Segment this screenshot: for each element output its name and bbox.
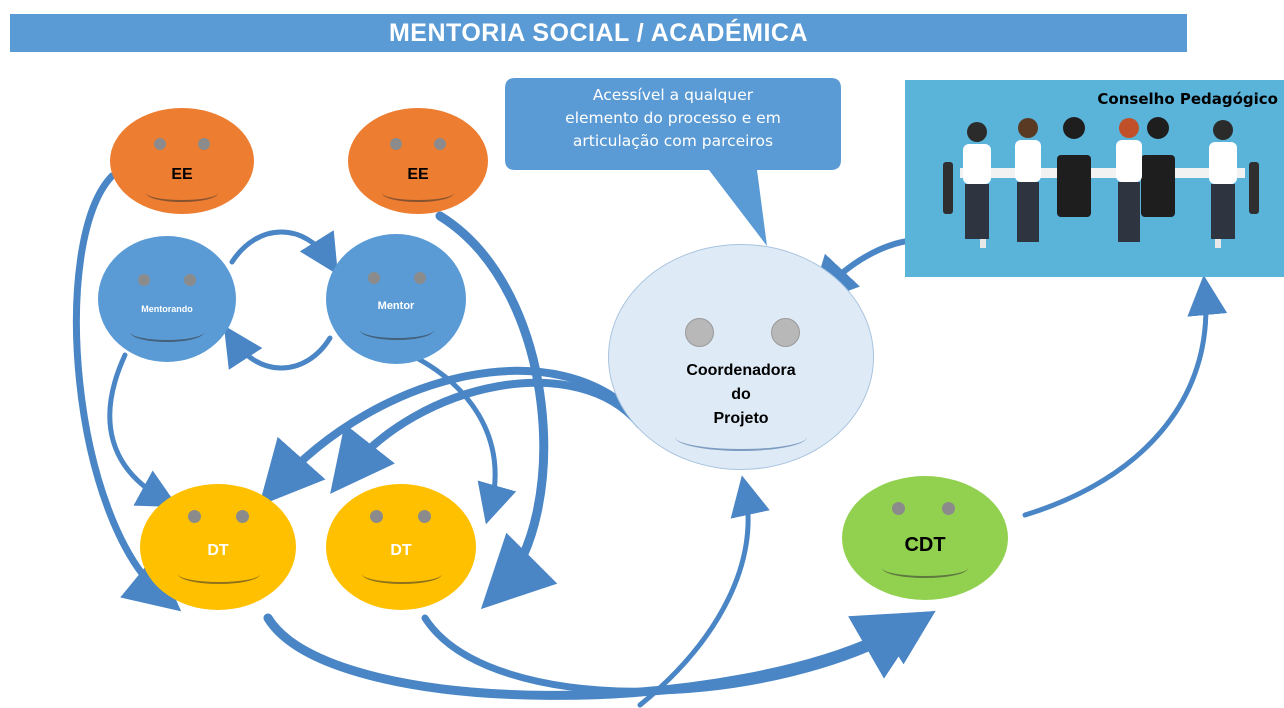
arrow-to-coordenadora: [637, 475, 770, 708]
face-label: Mentorando: [141, 304, 193, 314]
face-eye: [198, 138, 210, 150]
face-mouth: [882, 558, 968, 578]
face-eye: [414, 272, 426, 284]
face-coordenadora: Coordenadora do Projeto: [608, 244, 874, 470]
face-label: CDT: [904, 534, 946, 556]
face-label: EE: [171, 166, 193, 183]
arrow-dt-left-to-cdt: [263, 611, 929, 700]
face-label: DT: [390, 542, 412, 559]
face-eye: [892, 502, 905, 515]
face-mouth: [675, 423, 807, 451]
face-eye: [390, 138, 402, 150]
face-label: Coordenadora do Projeto: [609, 359, 873, 431]
arrow-mentorando-to-dt-left: [107, 352, 179, 508]
meeting-people-icon: [943, 117, 1259, 248]
face-mouth: [146, 184, 218, 202]
face-eye: [188, 510, 201, 523]
face-ee-left: EE: [110, 108, 254, 214]
coordenadora-label-1: Coordenadora: [686, 362, 796, 379]
face-label: EE: [407, 166, 429, 183]
face-label: DT: [207, 542, 229, 559]
arrow-mentor-to-mentorando: [223, 325, 333, 371]
face-mouth: [382, 184, 454, 202]
face-mentor: Mentor: [326, 234, 466, 364]
face-eye: [685, 318, 714, 347]
face-eye: [370, 510, 383, 523]
face-mouth: [130, 322, 204, 342]
face-eye: [368, 272, 380, 284]
face-dt-right: DT: [326, 484, 476, 610]
face-eye: [418, 510, 431, 523]
banner-title: MENTORIA SOCIAL / ACADÉMICA: [388, 19, 809, 47]
arrow-mentorando-to-mentor: [229, 229, 338, 275]
face-mouth: [362, 564, 442, 584]
coordenadora-label-2: do: [731, 386, 751, 403]
callout-shape: [505, 78, 841, 246]
face-mouth: [360, 320, 434, 340]
face-eye: [942, 502, 955, 515]
arrow-cdt-to-conselho: [1022, 275, 1228, 518]
arrow-ee-right-to-dt-right: [435, 211, 558, 610]
title-banner: MENTORIA SOCIAL / ACADÉMICA: [10, 14, 1187, 52]
arrow-coordenadora-to-dt-right: [330, 378, 644, 494]
arrow-coordenadora-to-dt-left: [259, 366, 644, 506]
callout-bubble-shape: [505, 78, 841, 246]
face-eye: [184, 274, 196, 286]
arrow-dt-right-to-cdt: [421, 610, 936, 695]
face-mentorando: Mentorando: [98, 236, 236, 362]
face-ee-right: EE: [348, 108, 488, 214]
callout-line-1: Acessível a qualquer: [592, 86, 754, 104]
face-eye: [138, 274, 150, 286]
callout-bubble: Acessível a qualquer elemento do process…: [505, 78, 841, 170]
conselho-title: Conselho Pedagógico: [1097, 90, 1278, 108]
face-eye: [771, 318, 800, 347]
face-dt-left: DT: [140, 484, 296, 610]
callout-line-3: articulação com parceiros: [572, 132, 774, 150]
arrow-ee-left-to-dt-left: [72, 172, 182, 612]
callout-line-2: elemento do processo e em: [565, 109, 781, 127]
face-eye: [434, 138, 446, 150]
face-mouth: [178, 564, 260, 584]
arrow-mentor-to-dt-right: [397, 347, 517, 525]
face-eye: [236, 510, 249, 523]
face-label: Mentor: [377, 300, 415, 312]
face-cdt: CDT: [842, 476, 1008, 600]
face-eye: [154, 138, 166, 150]
conselho-pedagogico-box: Conselho Pedagógico: [905, 80, 1284, 277]
